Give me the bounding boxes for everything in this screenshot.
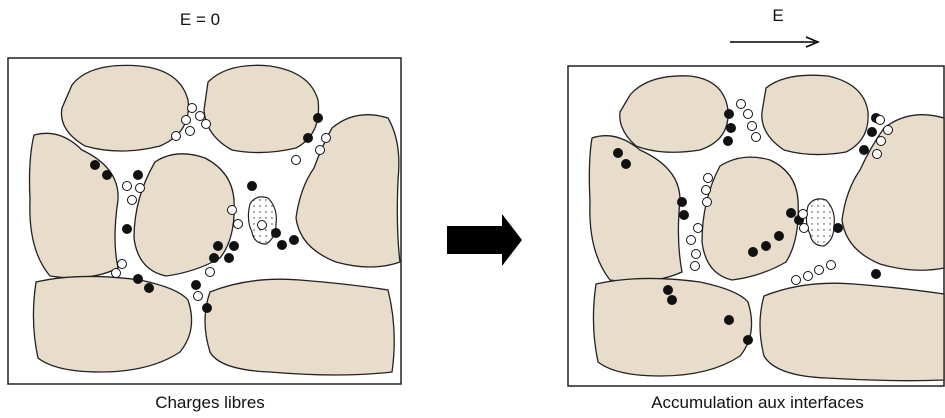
grain-shape xyxy=(61,65,188,151)
positive-charge xyxy=(704,174,713,183)
left-panel xyxy=(8,58,401,384)
field-arrow-icon xyxy=(730,37,818,47)
negative-charge xyxy=(314,114,323,123)
negative-charge xyxy=(725,110,734,119)
negative-charge xyxy=(145,284,154,293)
positive-charge xyxy=(194,292,203,301)
positive-charge xyxy=(703,198,712,207)
negative-charge xyxy=(725,316,734,325)
positive-charge xyxy=(804,272,813,281)
positive-charge xyxy=(316,146,325,155)
grain-shape xyxy=(762,75,868,154)
negative-charge xyxy=(622,160,631,169)
grain-shape xyxy=(204,65,319,152)
right-panel xyxy=(568,66,944,386)
positive-charge xyxy=(737,100,746,109)
negative-charge xyxy=(762,242,771,251)
positive-charge xyxy=(884,126,893,135)
positive-charge xyxy=(118,260,127,269)
positive-charge xyxy=(744,110,753,119)
positive-charge xyxy=(234,220,243,229)
positive-charge xyxy=(322,134,331,143)
positive-charge xyxy=(877,137,886,146)
negative-charge xyxy=(225,254,234,263)
positive-charge xyxy=(228,206,237,215)
negative-charge xyxy=(290,236,299,245)
negative-charge xyxy=(123,225,132,234)
negative-charge xyxy=(103,171,112,180)
grain-shape xyxy=(33,276,191,372)
positive-charge xyxy=(136,184,145,193)
grain-shape xyxy=(205,279,394,375)
negative-charge xyxy=(860,146,869,155)
negative-charge xyxy=(210,254,219,263)
positive-charge xyxy=(188,104,197,113)
negative-charge xyxy=(278,241,287,250)
negative-charge xyxy=(834,224,843,233)
positive-charge xyxy=(196,112,205,121)
negative-charge xyxy=(787,209,796,218)
negative-charge xyxy=(668,296,677,305)
positive-charge xyxy=(748,122,757,131)
grain-shape xyxy=(593,278,751,376)
transition-arrow-icon xyxy=(447,214,522,266)
positive-charge xyxy=(202,120,211,129)
positive-charge xyxy=(206,268,215,277)
negative-charge xyxy=(680,211,689,220)
negative-charge xyxy=(664,286,673,295)
positive-charge xyxy=(815,266,824,275)
positive-charge xyxy=(687,236,696,245)
positive-charge xyxy=(694,224,703,233)
grain-shape xyxy=(760,283,944,380)
negative-charge xyxy=(868,128,877,137)
positive-charge xyxy=(873,150,882,159)
positive-charge xyxy=(691,262,700,271)
negative-charge xyxy=(724,137,733,146)
positive-charge xyxy=(258,221,267,230)
positive-charge xyxy=(186,127,195,136)
negative-charge xyxy=(248,182,257,191)
negative-charge xyxy=(775,232,784,241)
positive-charge xyxy=(792,276,801,285)
negative-charge xyxy=(304,134,313,143)
negative-charge xyxy=(749,248,758,257)
negative-charge xyxy=(91,161,100,170)
positive-charge xyxy=(128,196,137,205)
negative-charge xyxy=(192,281,201,290)
grain-shape xyxy=(134,154,234,276)
positive-charge xyxy=(827,261,836,270)
negative-charge xyxy=(203,304,212,313)
positive-charge xyxy=(292,156,301,165)
negative-charge xyxy=(678,198,687,207)
negative-charge xyxy=(727,124,736,133)
positive-charge xyxy=(123,182,132,191)
positive-charge xyxy=(800,224,809,233)
grain-shape xyxy=(702,157,798,280)
positive-charge xyxy=(876,116,885,125)
negative-charge xyxy=(272,229,281,238)
positive-charge xyxy=(799,210,808,219)
negative-charge xyxy=(134,171,143,180)
positive-charge xyxy=(172,132,181,141)
positive-charge xyxy=(112,269,121,278)
negative-charge xyxy=(214,242,223,251)
positive-charge xyxy=(182,116,191,125)
negative-charge xyxy=(744,336,753,345)
negative-charge xyxy=(614,149,623,158)
negative-charge xyxy=(230,242,239,251)
positive-charge xyxy=(702,186,711,195)
negative-charge xyxy=(134,275,143,284)
negative-charge xyxy=(872,270,881,279)
positive-charge xyxy=(752,133,761,142)
positive-charge xyxy=(692,250,701,259)
